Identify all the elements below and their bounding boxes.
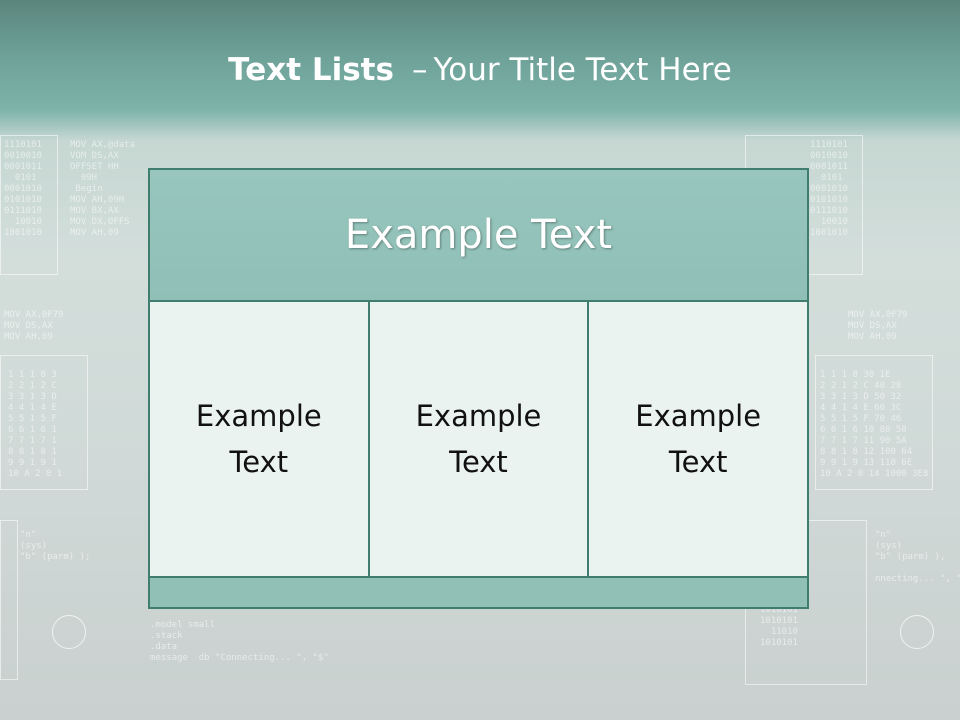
background-code-frame-left-mid [0, 355, 88, 490]
background-code-frame-left-bottom [0, 520, 18, 680]
background-code-text: .model small .stack .data message db "Co… [150, 620, 329, 663]
table-cell-3-line2: Text [668, 445, 728, 479]
background-code-text: 1110101 0010010 0001011 0101 0001010 010… [810, 140, 848, 238]
background-circle-icon [900, 615, 934, 649]
background-code-text: 1110101 0010010 0001011 0101 0001010 010… [4, 140, 42, 238]
table-footer [150, 578, 807, 607]
table-cell-1: Example Text [150, 302, 368, 576]
table-cell-2-line1: Example [415, 399, 542, 433]
slide-title: Text Lists–Your Title Text Here [0, 52, 960, 88]
table-body: Example Text Example Text Example Text [150, 302, 807, 576]
table-cell-1-line1: Example [195, 399, 322, 433]
slide-title-rest: Your Title Text Here [433, 52, 732, 88]
background-code-frame-right-mid [815, 355, 933, 490]
background-code-text: 1 1 1 8 3 2 2 1 2 C 3 3 1 3 D 4 4 1 4 E … [8, 370, 63, 479]
background-code-text: 1 1 1 8 30 1E 2 2 1 2 C 40 28 3 3 1 3 D … [820, 370, 929, 479]
background-circle-icon [52, 615, 86, 649]
background-code-text: "n" (sys) "b" (parm) ), nnecting... ", "… [875, 530, 960, 584]
table-cell-2-line2: Text [449, 445, 508, 479]
background-code-text: "n" (sys) "b" (parm) ); [20, 530, 91, 562]
text-list-table: Example Text Example Text Example Text E… [148, 168, 809, 609]
background-code-text: MOV AX,0F79 MOV DS,AX MOV AH,09 [4, 310, 64, 342]
background-code-text: MOV AX,0F79 MOV DS,AX MOV AH,09 [848, 310, 908, 342]
table-cell-3-line1: Example [635, 399, 762, 433]
table-header-text: Example Text [344, 212, 613, 258]
slide-title-dash: – [411, 52, 428, 88]
table-header: Example Text [150, 170, 807, 300]
background-code-text: MOV AX,@data VOM DS,AX OFFSET HH 09H Beg… [70, 140, 136, 238]
table-cell-2: Example Text [369, 302, 588, 576]
table-cell-3: Example Text [589, 302, 807, 576]
slide-title-bold: Text Lists [228, 52, 394, 88]
table-cell-1-line2: Text [229, 445, 289, 479]
background-code-frame-left-top [0, 135, 58, 275]
